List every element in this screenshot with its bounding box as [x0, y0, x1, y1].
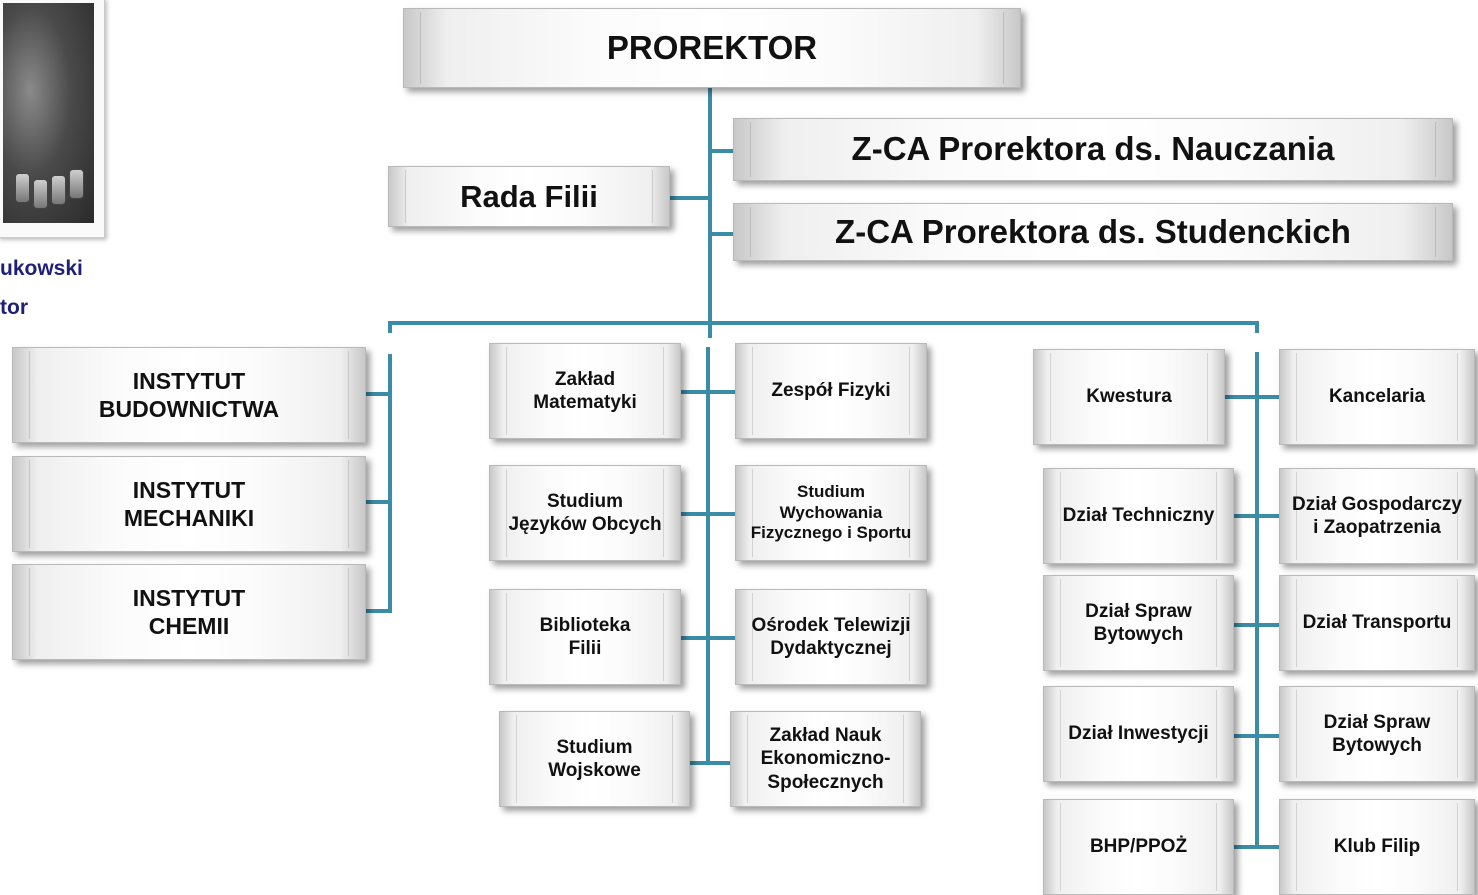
box-institute-mechaniki: INSTYTUT MECHANIKI: [12, 456, 366, 552]
box-klub-filip: Klub Filip: [1279, 799, 1475, 895]
connector-middle-row-3: [681, 636, 739, 640]
box-zaklad-nauk: Zakład Nauk Ekonomiczno- Społecznych: [730, 711, 921, 807]
connector-middle-row-4: [690, 761, 736, 765]
box-studium-jezykow: Studium Języków Obcych: [489, 465, 681, 561]
connector-zca-studenckich: [710, 232, 738, 236]
connector-admin-row-3: [1234, 623, 1283, 627]
connector-admin-row-4: [1234, 734, 1283, 738]
box-dzial-spraw-bytowych-right: Dział Spraw Bytowych: [1279, 686, 1475, 782]
connector-institute-1: [366, 392, 390, 396]
portrait-photo: [0, 0, 105, 238]
box-kwestura: Kwestura: [1033, 349, 1225, 445]
box-zca-nauczania: Z-CA Prorektora ds. Nauczania: [733, 118, 1453, 181]
photo-caption-name: ukowski: [0, 257, 83, 280]
box-dzial-techniczny: Dział Techniczny: [1043, 468, 1234, 564]
connector-admin-row-1: [1225, 395, 1283, 399]
box-dzial-transportu: Dział Transportu: [1279, 575, 1475, 671]
box-zaklad-matematyki: Zakład Matematyki: [489, 343, 681, 439]
connector-middle-vertical: [706, 347, 710, 765]
connector-institute-3: [366, 609, 390, 613]
box-kancelaria: Kancelaria: [1279, 349, 1475, 445]
box-zespol-fizyki: Zespół Fizyki: [735, 343, 927, 439]
connector-main-trunk: [708, 88, 712, 338]
medal-icon: [33, 179, 48, 209]
box-dzial-spraw-bytowych-left: Dział Spraw Bytowych: [1043, 575, 1234, 671]
medal-icon: [15, 173, 30, 203]
box-studium-wychowania: Studium Wychowania Fizycznego i Sportu: [735, 465, 927, 561]
connector-institutes-vertical: [388, 354, 392, 613]
box-studium-wojskowe: Studium Wojskowe: [499, 711, 690, 807]
box-rada-filii: Rada Filii: [388, 166, 670, 227]
connector-bus-mid-drop: [708, 321, 712, 333]
connector-middle-row-1: [681, 390, 739, 394]
connector-bus-right-drop: [1255, 321, 1259, 333]
box-dzial-inwestycji: Dział Inwestycji: [1043, 686, 1234, 782]
medal-icon: [69, 169, 84, 199]
connector-bus-left-drop: [388, 321, 392, 333]
connector-admin-row-5: [1234, 845, 1283, 849]
connector-admin-row-2: [1234, 514, 1283, 518]
connector-rada: [670, 196, 710, 200]
box-bhp-ppoz: BHP/PPOŻ: [1043, 799, 1234, 895]
box-zca-studenckich: Z-CA Prorektora ds. Studenckich: [733, 203, 1453, 261]
box-dzial-gospodarczy: Dział Gospodarczy i Zaopatrzenia: [1279, 468, 1475, 564]
box-biblioteka-filii: Biblioteka Filii: [489, 589, 681, 685]
photo-caption-role: tor: [0, 296, 28, 319]
box-institute-chemii: INSTYTUT CHEMII: [12, 564, 366, 660]
connector-admin-vertical: [1255, 352, 1259, 847]
connector-middle-row-2: [681, 512, 739, 516]
box-institute-budownictwa: INSTYTUT BUDOWNICTWA: [12, 347, 366, 443]
box-prorektor: PROREKTOR: [403, 8, 1021, 88]
box-osrodek-telewizji: Ośrodek Telewizji Dydaktycznej: [735, 589, 927, 685]
portrait-image: [3, 3, 94, 223]
connector-institute-2: [366, 500, 390, 504]
medal-icon: [51, 175, 66, 205]
connector-horizontal-bus: [388, 321, 1259, 325]
connector-zca-nauczania: [710, 149, 738, 153]
